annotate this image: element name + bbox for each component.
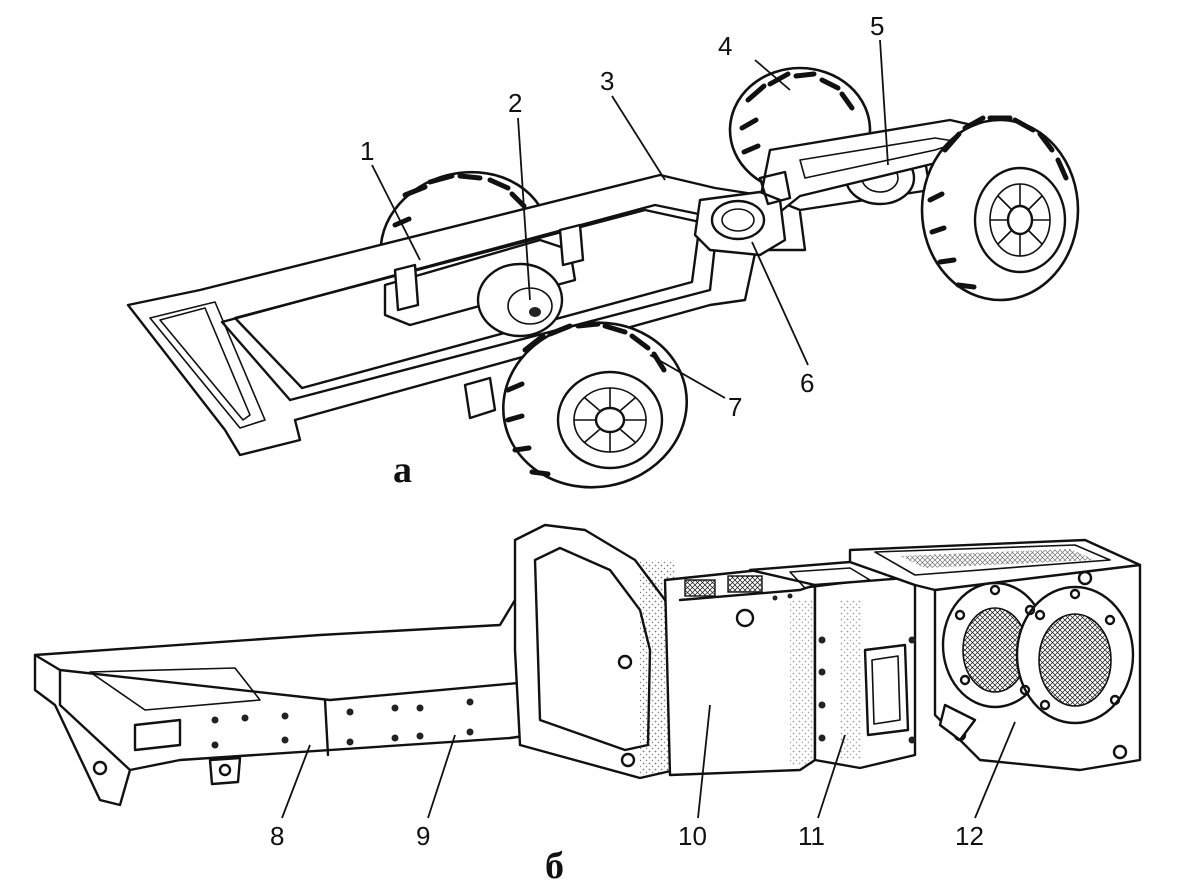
label-11: 11 bbox=[798, 821, 825, 851]
label-2: 2 bbox=[508, 88, 522, 118]
label-7: 7 bbox=[728, 392, 742, 422]
labels-top: 1 2 3 4 5 6 7 bbox=[360, 11, 884, 422]
label-1: 1 bbox=[360, 136, 374, 166]
frame-housings: 8 9 10 11 12 б bbox=[33, 523, 1142, 887]
articulated-chassis: 1 2 3 4 5 6 7 а bbox=[126, 11, 1080, 491]
rear-right-wheel bbox=[501, 321, 689, 489]
label-6: 6 bbox=[800, 368, 814, 398]
leader-lines-top bbox=[371, 39, 889, 399]
bulkhead bbox=[513, 523, 682, 780]
label-4: 4 bbox=[718, 31, 732, 61]
middle-housing bbox=[748, 560, 917, 770]
front-flanges bbox=[941, 581, 1135, 725]
gearbox-housing bbox=[663, 568, 817, 777]
spring-mounts bbox=[393, 223, 585, 420]
label-5: 5 bbox=[870, 11, 884, 41]
label-9: 9 bbox=[416, 821, 430, 851]
label-10: 10 bbox=[678, 821, 707, 851]
label-8: 8 bbox=[270, 821, 284, 851]
front-housing bbox=[848, 538, 1142, 772]
label-3: 3 bbox=[600, 66, 614, 96]
caption-b: б bbox=[545, 845, 564, 887]
front-right-wheel bbox=[920, 115, 1080, 302]
pivot-joint bbox=[693, 170, 792, 257]
leader-lines-bottom bbox=[281, 704, 1016, 819]
label-12: 12 bbox=[955, 821, 984, 851]
caption-a: а bbox=[393, 449, 412, 491]
labels-bottom: 8 9 10 11 12 bbox=[270, 821, 984, 851]
